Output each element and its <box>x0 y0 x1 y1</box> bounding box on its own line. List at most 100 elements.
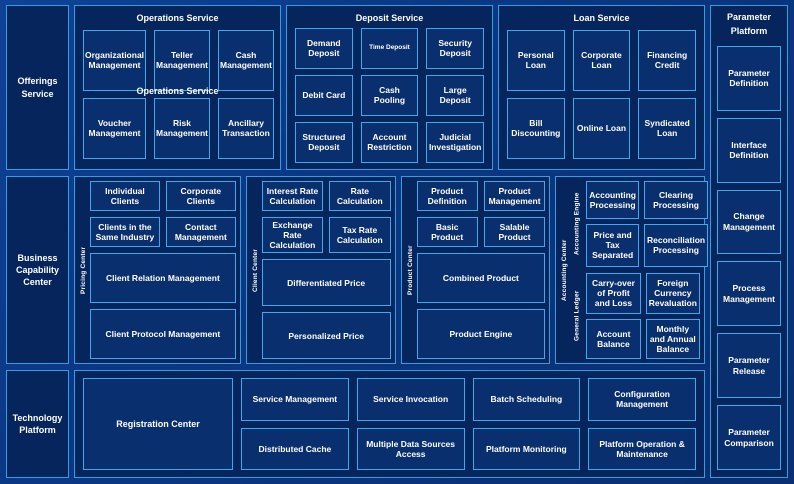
subgroup-vertical-label-accounting-engine: Accounting Engine <box>573 192 581 256</box>
bcc-body-accounting-center: Accounting Engine Accounting Processing … <box>571 181 709 359</box>
cell-demand-deposit[interactable]: Demand Deposit <box>295 27 353 69</box>
column-parameter-platform: Parameter Platform Parameter Definition … <box>710 5 788 478</box>
cell-clearing-processing[interactable]: Clearing Processing <box>644 181 709 219</box>
group-operations-service: Operations Service Organizational Manage… <box>74 5 281 170</box>
cell-distributed-cache[interactable]: Distributed Cache <box>241 427 349 470</box>
cell-contact-management[interactable]: Contact Management <box>165 217 236 247</box>
cell-account-balance[interactable]: Account Balance <box>586 318 641 359</box>
cell-parameter-comparison[interactable]: Parameter Comparison <box>717 405 781 470</box>
cell-price-and-tax-separated[interactable]: Price and Tax Separated <box>586 223 639 267</box>
cell-rate-calculation[interactable]: Rate Calculation <box>329 181 391 211</box>
cell-combined-product[interactable]: Combined Product <box>416 253 546 303</box>
cell-process-management[interactable]: Process Management <box>717 261 781 327</box>
bcc-pair-row-1: Product Definition Product Management <box>416 181 546 211</box>
cell-voucher-management[interactable]: Voucher Management <box>83 97 147 159</box>
subgroup-general-ledger: General Ledger Carry-over of Profit and … <box>571 273 700 359</box>
bcc-column-pricing-center: Pricing Center Individual Clients Corpor… <box>74 176 241 364</box>
cell-client-protocol-management[interactable]: Client Protocol Management <box>90 309 236 359</box>
row-technology-platform: Technology Platform Registration Center … <box>6 370 705 478</box>
cell-product-management[interactable]: Product Management <box>483 181 546 211</box>
cell-client-relation-management[interactable]: Client Relation Management <box>90 253 236 303</box>
row-offerings-service: Offerings Service Operations Service Org… <box>6 5 705 170</box>
cell-financing-credit[interactable]: Financing Credit <box>638 29 696 91</box>
cell-corporate-clients[interactable]: Corporate Clients <box>165 181 236 211</box>
cell-cash-management[interactable]: Cash Management <box>218 29 274 91</box>
cell-corporate-loan[interactable]: Corporate Loan <box>572 29 631 91</box>
cell-product-engine[interactable]: Product Engine <box>416 309 546 359</box>
cell-risk-management[interactable]: Risk Management <box>154 97 210 159</box>
row-business-capability-center: Business Capability Center Pricing Cente… <box>6 176 709 364</box>
cell-exchange-rate-calculation[interactable]: Exchange Rate Calculation <box>261 217 324 253</box>
cell-security-deposit[interactable]: Security Deposit <box>426 27 484 69</box>
cell-change-management[interactable]: Change Management <box>717 189 781 255</box>
cell-service-management[interactable]: Service Management <box>241 378 349 421</box>
bcc-vertical-label-pricing-center: Pricing Center <box>80 246 87 294</box>
cell-individual-clients[interactable]: Individual Clients <box>90 181 160 211</box>
bcc-body-product-center: Product Definition Product Management Ba… <box>416 181 546 359</box>
bcc-pair-row-2: Basic Product Salable Product <box>416 217 546 247</box>
cell-parameter-definition[interactable]: Parameter Definition <box>717 46 781 111</box>
bcc-vertical-label-client-center: Client Center <box>251 248 259 292</box>
cell-multiple-data-sources-access[interactable]: Multiple Data Sources Access <box>356 427 465 470</box>
cell-parameter-release[interactable]: Parameter Release <box>717 333 781 399</box>
cell-platform-monitoring[interactable]: Platform Monitoring <box>472 427 581 470</box>
cell-service-invocation[interactable]: Service Invocation <box>356 378 465 421</box>
subgroup-accounting-engine: Accounting Engine Accounting Processing … <box>571 181 709 267</box>
cell-syndicated-loan[interactable]: Syndicated Loan <box>638 97 696 159</box>
row-label-business-capability-center: Business Capability Center <box>6 176 69 364</box>
cell-platform-operation-maintenance[interactable]: Platform Operation & Maintenance <box>588 427 696 470</box>
bcc-pair-row-1: Individual Clients Corporate Clients <box>90 181 236 211</box>
bcc-body-pricing-center: Individual Clients Corporate Clients Cli… <box>90 181 236 359</box>
row-label-offerings-service: Offerings Service <box>6 5 69 170</box>
cell-reconciliation-processing[interactable]: Reconciliation Processing <box>644 223 709 267</box>
subgroup-body-general-ledger: Carry-over of Profit and Loss Foreign Cu… <box>586 273 700 359</box>
cell-personalized-price[interactable]: Personalized Price <box>261 312 391 359</box>
cell-foreign-currency-revaluation[interactable]: Foreign Currency Revaluation <box>645 273 700 314</box>
cell-cash-pooling[interactable]: Cash Pooling <box>360 74 419 116</box>
cell-personal-loan[interactable]: Personal Loan <box>507 29 565 91</box>
cell-structured-deposit[interactable]: Structured Deposit <box>295 121 353 163</box>
cell-online-loan[interactable]: Online Loan <box>572 97 631 159</box>
cell-interest-rate-calculation[interactable]: Interest Rate Calculation <box>261 181 324 211</box>
cell-basic-product[interactable]: Basic Product <box>416 217 478 247</box>
cell-batch-scheduling[interactable]: Batch Scheduling <box>472 378 581 421</box>
cell-debit-card[interactable]: Debit Card <box>295 74 353 116</box>
group-title-deposit-service: Deposit Service <box>355 13 424 23</box>
column-title-parameter-platform: Parameter Platform <box>726 12 772 36</box>
cell-clients-in-the-same-industry[interactable]: Clients in the Same Industry <box>90 217 160 247</box>
cell-product-definition[interactable]: Product Definition <box>416 181 478 211</box>
bcc-pair-row-2: Exchange Rate Calculation Tax Rate Calcu… <box>261 217 391 253</box>
row-label-technology-platform: Technology Platform <box>6 370 69 478</box>
cell-account-restriction[interactable]: Account Restriction <box>360 121 419 163</box>
group-deposit-service: Deposit Service Demand Deposit Time Depo… <box>286 5 493 170</box>
cell-registration-center[interactable]: Registration Center <box>83 378 233 470</box>
cell-interface-definition[interactable]: Interface Definition <box>717 117 781 183</box>
grid-technology-platform: Registration Center Service Management S… <box>75 371 704 477</box>
cell-time-deposit[interactable]: Time Deposit <box>360 27 419 69</box>
cell-monthly-and-annual-balance[interactable]: Monthly and Annual Balance <box>645 318 700 359</box>
cell-differentiated-price[interactable]: Differentiated Price <box>261 259 391 306</box>
grid-operations-service: Organizational Management Teller Managem… <box>75 28 280 169</box>
cell-tax-rate-calculation[interactable]: Tax Rate Calculation <box>329 217 391 253</box>
technology-cells: Service Management Service Invocation Ba… <box>241 378 696 470</box>
cell-teller-management[interactable]: Teller Management <box>154 29 210 91</box>
cell-large-deposit[interactable]: Large Deposit <box>426 74 484 116</box>
bcc-pair-row-1: Interest Rate Calculation Rate Calculati… <box>261 181 391 211</box>
cell-configuration-management[interactable]: Configuration Management <box>588 378 696 421</box>
cell-accounting-processing[interactable]: Accounting Processing <box>586 181 639 219</box>
cell-bill-discounting[interactable]: Bill Discounting <box>507 97 565 159</box>
cell-carry-over-of-profit-and-loss[interactable]: Carry-over of Profit and Loss <box>586 273 641 314</box>
grid-deposit-service: Demand Deposit Time Deposit Security Dep… <box>287 27 492 169</box>
bcc-vertical-label-product-center: Product Center <box>406 245 414 295</box>
group-technology-platform: Registration Center Service Management S… <box>74 370 705 478</box>
cell-salable-product[interactable]: Salable Product <box>483 217 546 247</box>
cell-ancillary-transaction[interactable]: Ancillary Transaction <box>218 97 274 159</box>
subgroup-body-accounting-engine: Accounting Processing Clearing Processin… <box>586 181 709 267</box>
group-loan-service: Loan Service Personal Loan Corporate Loa… <box>498 5 705 170</box>
main-rows: Offerings Service Operations Service Org… <box>6 5 709 478</box>
bcc-pair-row-2: Clients in the Same Industry Contact Man… <box>90 217 236 247</box>
cell-organizational-management[interactable]: Organizational Management <box>83 29 147 91</box>
cell-judicial-investigation[interactable]: Judicial Investigation <box>426 121 484 163</box>
bcc-column-client-center: Client Center Interest Rate Calculation … <box>245 176 396 364</box>
